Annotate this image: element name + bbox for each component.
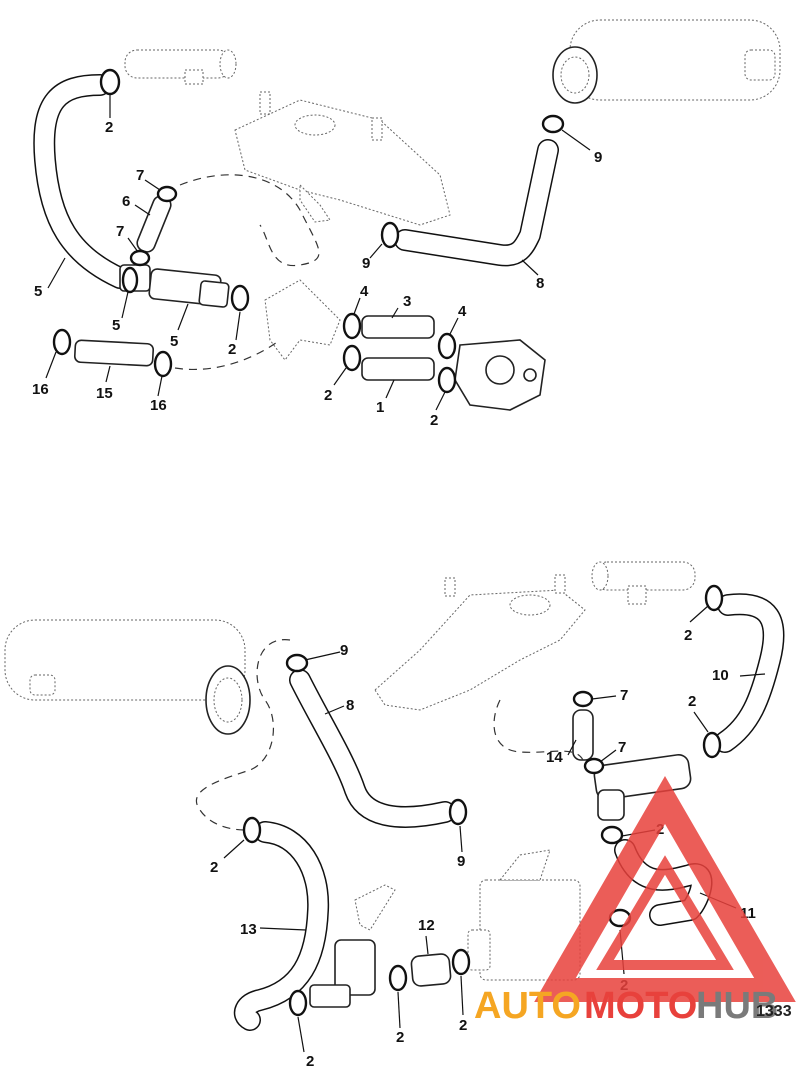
- callout-12: 12: [418, 917, 435, 934]
- callout-16: 16: [32, 381, 49, 398]
- callout-3: 3: [403, 293, 411, 310]
- callout-2: 2: [324, 387, 332, 404]
- hose-11: [614, 839, 713, 926]
- callout-9: 9: [362, 255, 370, 272]
- callout-9: 9: [457, 853, 465, 870]
- callout-1: 1: [376, 399, 384, 416]
- hose-14: [572, 709, 594, 761]
- routing-line: [174, 339, 281, 370]
- callout-4: 4: [360, 283, 369, 300]
- callout-16: 16: [150, 397, 167, 414]
- hose-6: [136, 195, 172, 253]
- callout-7: 7: [116, 223, 124, 240]
- hose-10: [714, 593, 785, 753]
- callout-7: 7: [618, 739, 626, 756]
- thermostat-housing: [309, 884, 396, 1008]
- callout-15: 15: [96, 385, 113, 402]
- hose-13: [233, 821, 330, 1031]
- hose-15: [73, 339, 155, 367]
- callout-2: 2: [684, 627, 692, 644]
- routing-line: [195, 639, 291, 831]
- callout-8: 8: [536, 275, 544, 292]
- watermark-text-hub: HUB: [696, 985, 778, 1027]
- oil-cooler-bottom: [591, 561, 696, 605]
- callout-9: 9: [594, 149, 602, 166]
- callout-5: 5: [170, 333, 178, 350]
- callout-5: 5: [112, 317, 120, 334]
- hose-12: [410, 953, 452, 987]
- clamp: [52, 68, 565, 394]
- callout-7: 7: [136, 167, 144, 184]
- leader-lines-bottom: [223, 605, 766, 1053]
- callout-8: 8: [346, 697, 354, 714]
- callout-2: 2: [306, 1053, 314, 1068]
- exhaust-manifold-top: [234, 91, 451, 226]
- callout-2: 2: [105, 119, 113, 136]
- hose-1: [361, 357, 435, 381]
- callout-2: 2: [228, 341, 236, 358]
- sea-water-pump: [467, 849, 581, 981]
- heat-exchanger-bottom: [4, 619, 251, 735]
- callout-2: 2: [210, 859, 218, 876]
- callout-2: 2: [430, 412, 438, 429]
- watermark-text-moto: MOTO: [584, 985, 697, 1027]
- callout-5: 5: [34, 283, 42, 300]
- clamp: [242, 584, 724, 1017]
- callout-4: 4: [458, 303, 467, 320]
- routing-line: [493, 699, 584, 761]
- watermark-text: AUTO MOTO HUB: [474, 985, 778, 1027]
- water-pump-top: [264, 279, 546, 411]
- callout-7: 7: [620, 687, 628, 704]
- callout-2: 2: [459, 1017, 467, 1034]
- callout-2: 2: [688, 693, 696, 710]
- hose-8-top: [394, 139, 559, 267]
- callout-14: 14: [546, 749, 563, 766]
- callout-2: 2: [396, 1029, 404, 1046]
- exhaust-manifold-bottom: [374, 574, 586, 711]
- callout-9: 9: [340, 642, 348, 659]
- oil-cooler-top: [124, 49, 237, 85]
- callout-13: 13: [240, 921, 257, 938]
- heat-exchanger-top: [552, 19, 781, 104]
- callout-10: 10: [712, 667, 729, 684]
- callout-6: 6: [122, 193, 130, 210]
- watermark-logo: [534, 776, 796, 1002]
- figure-number: 1333: [756, 1003, 792, 1020]
- hose-5: [33, 74, 131, 289]
- watermark-text-auto: AUTO: [474, 985, 581, 1027]
- hose-8-bottom: [289, 669, 456, 828]
- leader-lines-top: [45, 95, 591, 411]
- routing-line: [179, 174, 320, 267]
- hose-3: [361, 315, 435, 339]
